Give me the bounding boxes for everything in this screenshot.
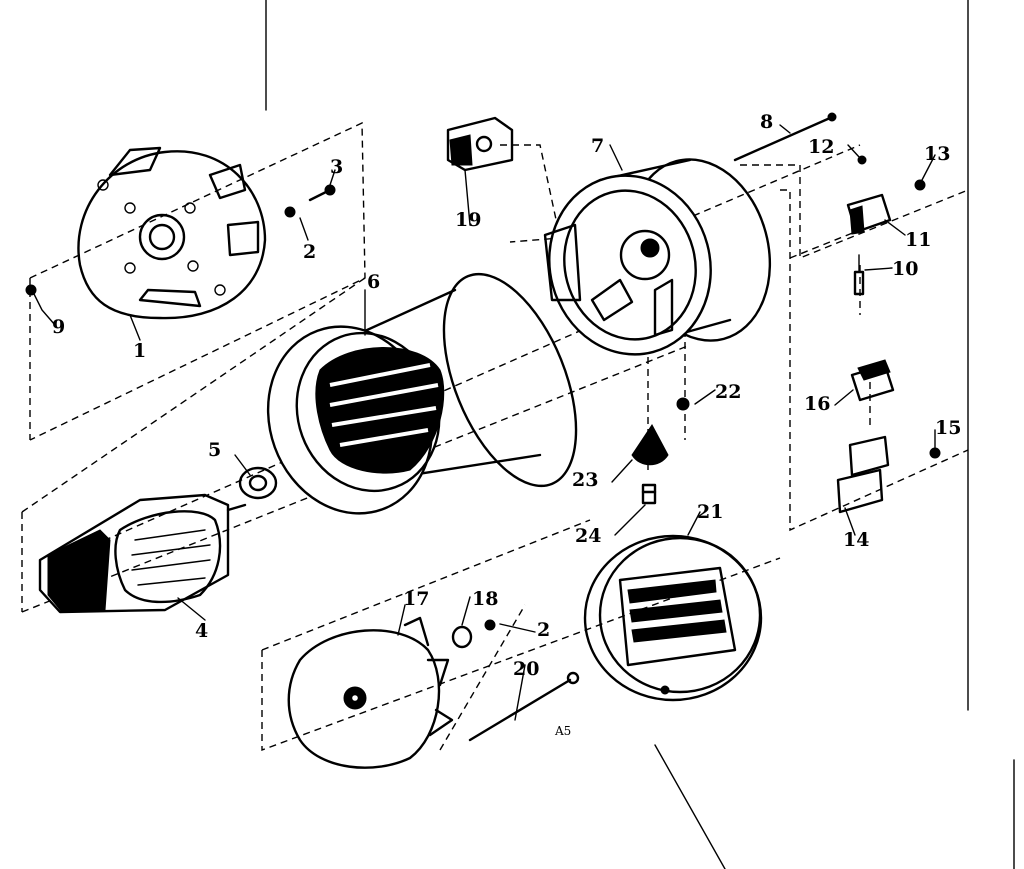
scan-edge-line [654,744,726,869]
callout-16: 16 [804,393,830,415]
leader-lines [31,124,936,721]
callout-21: 21 [697,501,723,523]
long-bolt-part [733,112,837,162]
callout-5: 5 [208,439,221,461]
capacitor-part [850,359,895,402]
callout-15: 15 [935,417,961,439]
callout-7: 7 [591,135,604,157]
callout-8: 8 [760,111,773,133]
callout-14: 14 [843,529,869,551]
callout-12: 12 [808,136,834,158]
callout-22: 22 [715,381,741,403]
end-bell-part [77,146,267,320]
armature-part [38,493,247,614]
callout-9: 9 [52,316,65,338]
screw-part [25,184,336,296]
through-bolt-part [468,671,580,742]
callout-6: 6 [367,271,380,293]
figure-mark: A5 [554,724,571,738]
fan-part [287,616,496,769]
callout-20: 20 [513,658,539,680]
callout-18: 18 [472,588,498,610]
callout-19: 19 [455,209,481,231]
callout-24: 24 [575,525,601,547]
field-housing-part [266,272,578,515]
callout-23: 23 [572,469,598,491]
callout-4: 4 [195,620,208,642]
grille-cover-part [583,534,763,702]
brush-end-frame-part [543,158,772,356]
callout-13: 13 [924,143,950,165]
assembly-guide-lines [21,121,969,752]
callout-1: 1 [133,340,146,362]
bearing-part [238,466,278,500]
brush-holder-part [446,116,514,172]
callout-2-lower: 2 [537,619,550,641]
callout-10: 10 [892,258,918,280]
terminal-block-part [846,155,926,296]
callout-2-upper: 2 [303,241,316,263]
switch-bracket-part [836,435,941,514]
callout-17: 17 [403,588,429,610]
callout-3: 3 [330,156,343,178]
brush-cap-part [631,397,690,505]
callout-11: 11 [905,229,931,251]
callout-labels: 1 2 3 4 5 6 7 8 9 10 11 12 13 14 15 16 1… [52,111,961,738]
